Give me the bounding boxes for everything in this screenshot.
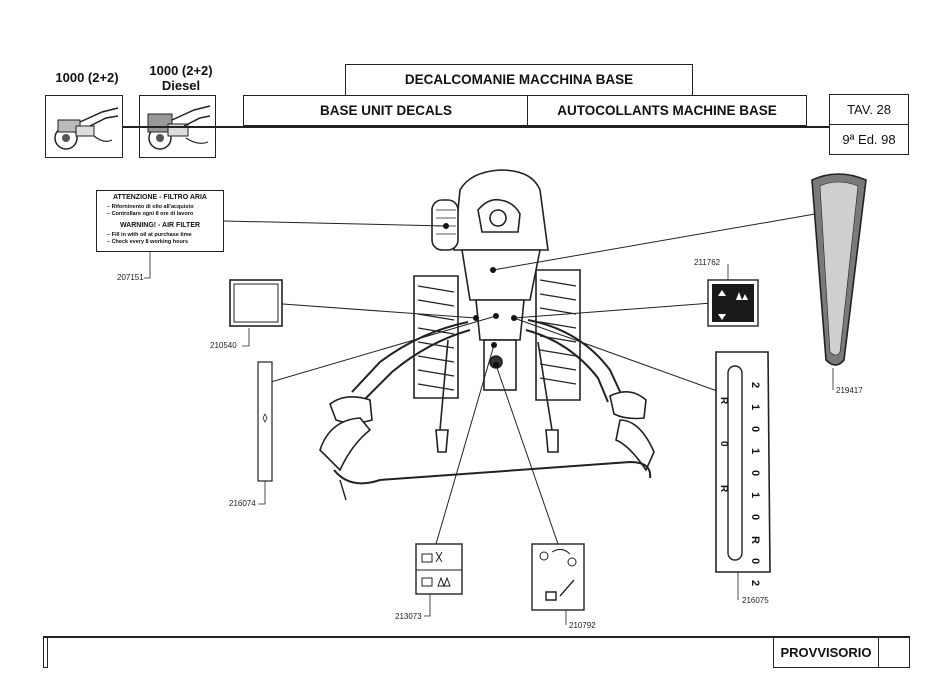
footer-left-mark [43,636,48,668]
shift-char: 0 [718,441,729,447]
part-number-207151: 207151 [117,273,144,282]
decal-line: – Check every 8 working hours [107,239,189,245]
decal-219417 [811,173,867,366]
title-french-box: AUTOCOLLANTS MACHINE BASE [527,95,807,126]
shift-char: R [749,536,761,544]
decal-210540 [229,279,283,327]
shift-plate-right-column: 2 1 0 1 0 1 0 R 0 2 [748,378,762,598]
shift-char: 1 [749,492,761,499]
title-french: AUTOCOLLANTS MACHINE BASE [557,103,777,118]
part-number-210792: 210792 [569,621,596,630]
decal-216075 [715,351,771,573]
table-number: TAV. 28 [847,102,891,117]
decal-207151-air-filter: ATTENZIONE - FILTRO ARIA – Riforninento … [96,190,224,252]
leader-dots [443,223,517,368]
title-english-box: BASE UNIT DECALS [243,95,529,126]
model-label-1: 1000 (2+2) [44,70,130,85]
shift-char: 2 [749,580,761,587]
shift-char: 2 [749,382,761,389]
title-english: BASE UNIT DECALS [319,103,452,118]
model-thumbnail-1 [45,95,123,158]
header-rule-left [216,126,244,128]
part-number-213073: 213073 [395,612,422,621]
shift-char: R [718,485,729,493]
decal-line: – Riforninento di olio all'acquisto [107,204,194,210]
header-rule [123,126,830,128]
edition-box: 9ª Ed. 98 [829,124,909,155]
shift-char: 1 [749,404,761,411]
shift-char: 0 [749,558,761,565]
decal-216074 [257,361,273,482]
footer-end-box [878,637,910,668]
model-label-2: 1000 (2+2) Diesel [138,63,224,93]
decal-title-italian: ATTENZIONE - FILTRO ARIA [113,194,207,201]
model-name: 1000 (2+2) [149,63,213,78]
tiller-drawing [319,169,655,501]
model-subname: Diesel [161,78,201,93]
part-number-216075: 216075 [742,596,769,605]
decal-210792 [531,543,585,611]
part-ticks [144,252,834,625]
footer-status-box: PROVVISORIO [773,637,879,668]
footer-status: PROVVISORIO [780,645,872,660]
part-number-216074: 216074 [229,499,256,508]
shift-char: 0 [749,514,761,521]
part-number-211762: 211762 [694,258,721,267]
decal-title-english: WARNING! - AIR FILTER [119,222,201,229]
decal-line: – Controllare ogni 8 ore di lavoro [107,211,194,217]
shift-char: R [718,397,729,405]
decal-line: – Fill in with oil at purchase time [107,232,192,238]
title-italian: DECALCOMANIE MACCHINA BASE [404,72,634,87]
shift-plate-left-column: R 0 R [718,380,729,512]
part-number-219417: 219417 [836,386,863,395]
decal-211762 [707,279,759,327]
shift-char: 0 [749,426,761,433]
footer-rule [43,636,910,638]
decal-213073 [415,543,463,595]
part-number-210540: 210540 [210,341,237,350]
table-number-box: TAV. 28 [829,94,909,125]
shift-char: 1 [749,448,761,455]
leader-lines [223,213,816,545]
shift-char: 0 [749,470,761,477]
tiller-thumbnail-icon [54,107,119,150]
model-name: 1000 (2+2) [55,70,119,85]
edition: 9ª Ed. 98 [842,132,896,147]
